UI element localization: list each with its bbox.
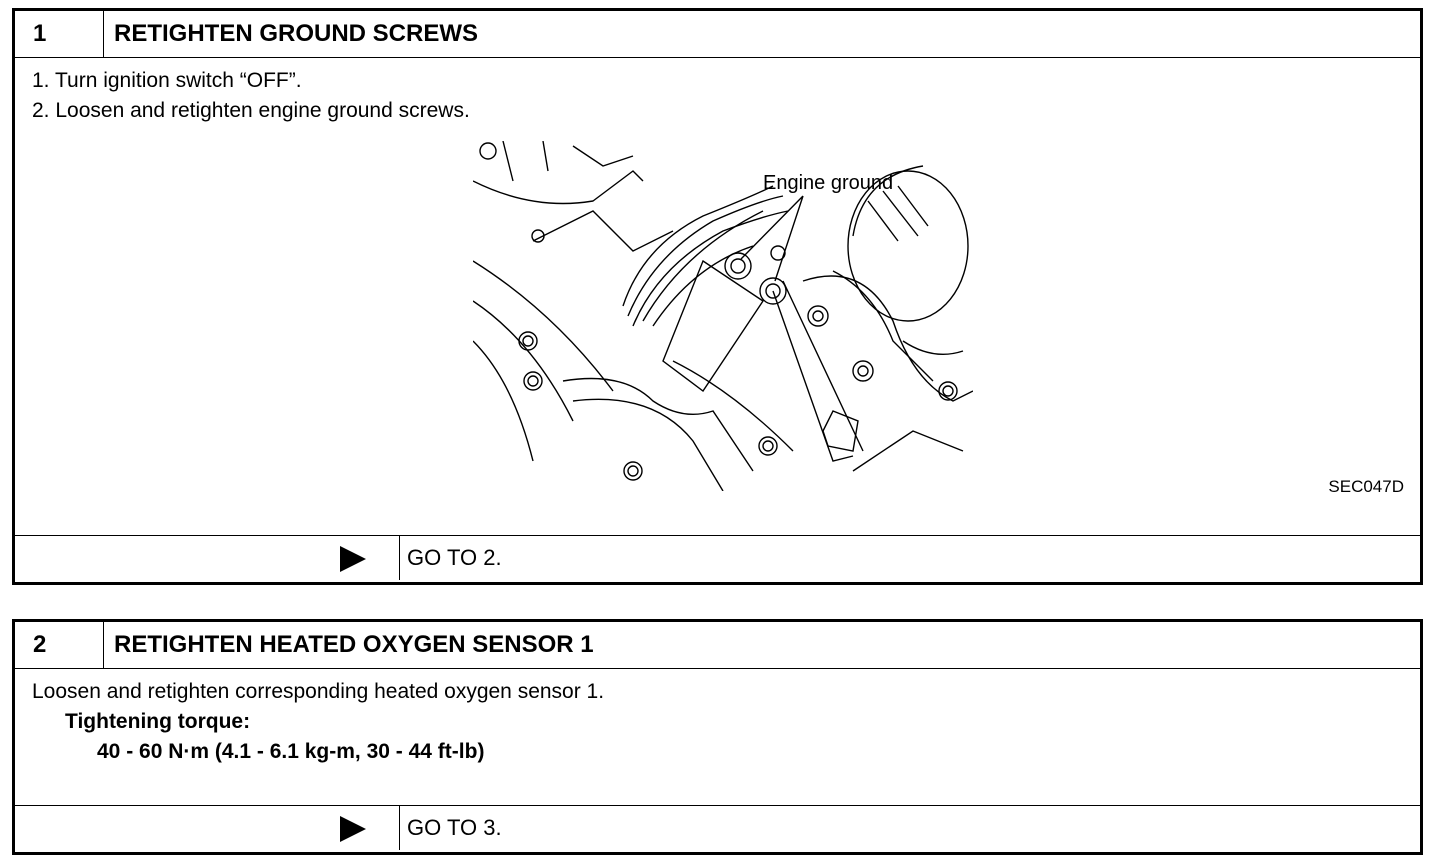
step-number: 1: [15, 11, 104, 57]
step-2-footer: GO TO 3.: [15, 805, 1420, 852]
step-1-footer: GO TO 2.: [15, 535, 1420, 582]
step-number: 2: [15, 622, 104, 668]
play-triangle-icon: [340, 816, 366, 842]
instruction-line: 2. Loosen and retighten engine ground sc…: [32, 99, 470, 122]
step-1-header: 1 RETIGHTEN GROUND SCREWS: [15, 11, 1420, 58]
figure-callout: Engine ground: [763, 172, 893, 194]
engine-ground-illustration: Engine ground: [473, 141, 973, 491]
figure-code: SEC047D: [1328, 477, 1404, 496]
instruction-line: 1. Turn ignition switch “OFF”.: [32, 69, 302, 92]
play-triangle-icon: [340, 546, 366, 572]
arrow-cell: [15, 806, 400, 850]
step-2-header: 2 RETIGHTEN HEATED OXYGEN SENSOR 1: [15, 622, 1420, 669]
step-title: RETIGHTEN HEATED OXYGEN SENSOR 1: [114, 631, 594, 658]
instruction-line: Loosen and retighten corresponding heate…: [32, 680, 605, 703]
next-step-text: GO TO 3.: [407, 815, 502, 840]
step-1-table: 1 RETIGHTEN GROUND SCREWS 1. Turn igniti…: [12, 8, 1423, 585]
step-title: RETIGHTEN GROUND SCREWS: [114, 20, 479, 47]
arrow-cell: [15, 536, 400, 580]
step-2-table: 2 RETIGHTEN HEATED OXYGEN SENSOR 1 Loose…: [12, 619, 1423, 855]
next-step-text: GO TO 2.: [407, 545, 502, 570]
torque-label: Tightening torque:: [65, 710, 251, 733]
torque-value: 40 - 60 N·m (4.1 - 6.1 kg-m, 30 - 44 ft-…: [97, 740, 485, 763]
